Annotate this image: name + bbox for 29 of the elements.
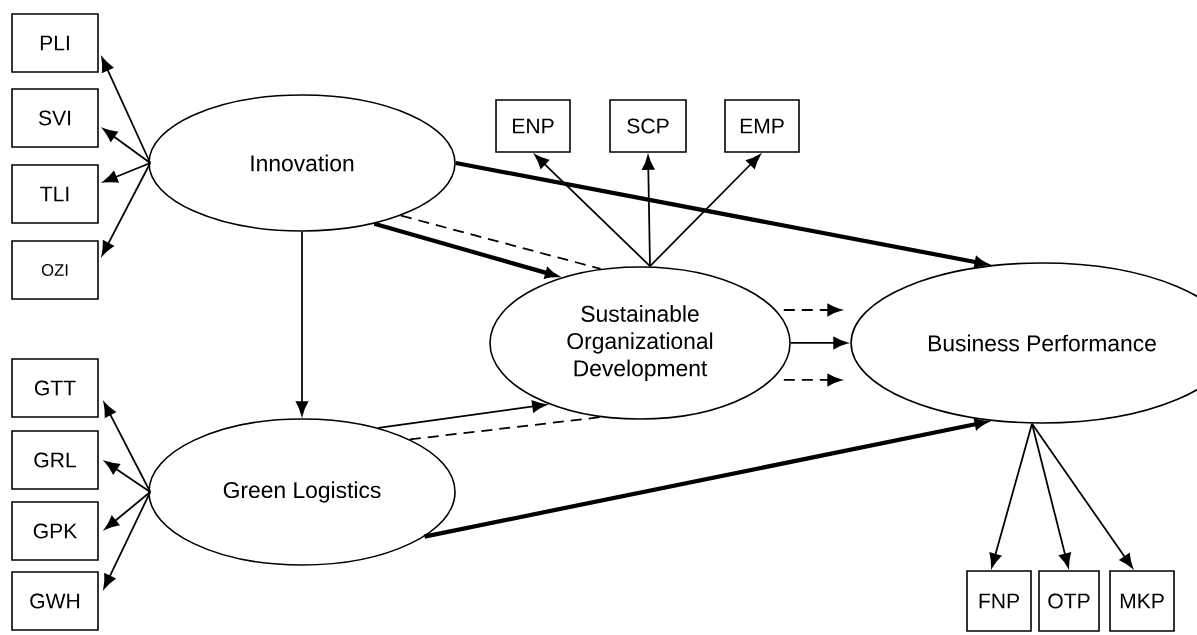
arrow	[782, 303, 842, 317]
arrow	[104, 461, 152, 493]
indicator-box: OTP	[1038, 570, 1100, 632]
indicator-box: GPK	[11, 501, 99, 561]
arrow	[103, 491, 152, 589]
indicator-box: FNP	[966, 570, 1032, 632]
indicator-box: EMP	[724, 99, 800, 153]
indicator-box: SCP	[609, 99, 687, 153]
arrow	[1031, 422, 1133, 569]
arrow	[789, 336, 848, 350]
indicator-box: TLI	[11, 164, 99, 224]
arrow	[103, 162, 152, 183]
indicator-box: SVI	[11, 88, 99, 148]
indicator-box: ENP	[495, 99, 571, 153]
arrow	[104, 491, 152, 530]
indicator-box: PLI	[11, 13, 99, 73]
arrow	[101, 57, 152, 164]
arrow	[102, 128, 152, 164]
indicator-box: MKP	[1109, 570, 1175, 632]
arrow	[101, 162, 152, 256]
arrow	[782, 373, 842, 387]
arrow	[103, 402, 152, 493]
arrow	[377, 400, 547, 429]
indicator-box: OZI	[11, 240, 99, 300]
arrow	[295, 230, 309, 416]
indicator-box: GRL	[11, 430, 99, 490]
indicator-box: GTT	[11, 358, 99, 418]
arrow	[989, 422, 1033, 568]
indicator-box: GWH	[11, 571, 99, 631]
